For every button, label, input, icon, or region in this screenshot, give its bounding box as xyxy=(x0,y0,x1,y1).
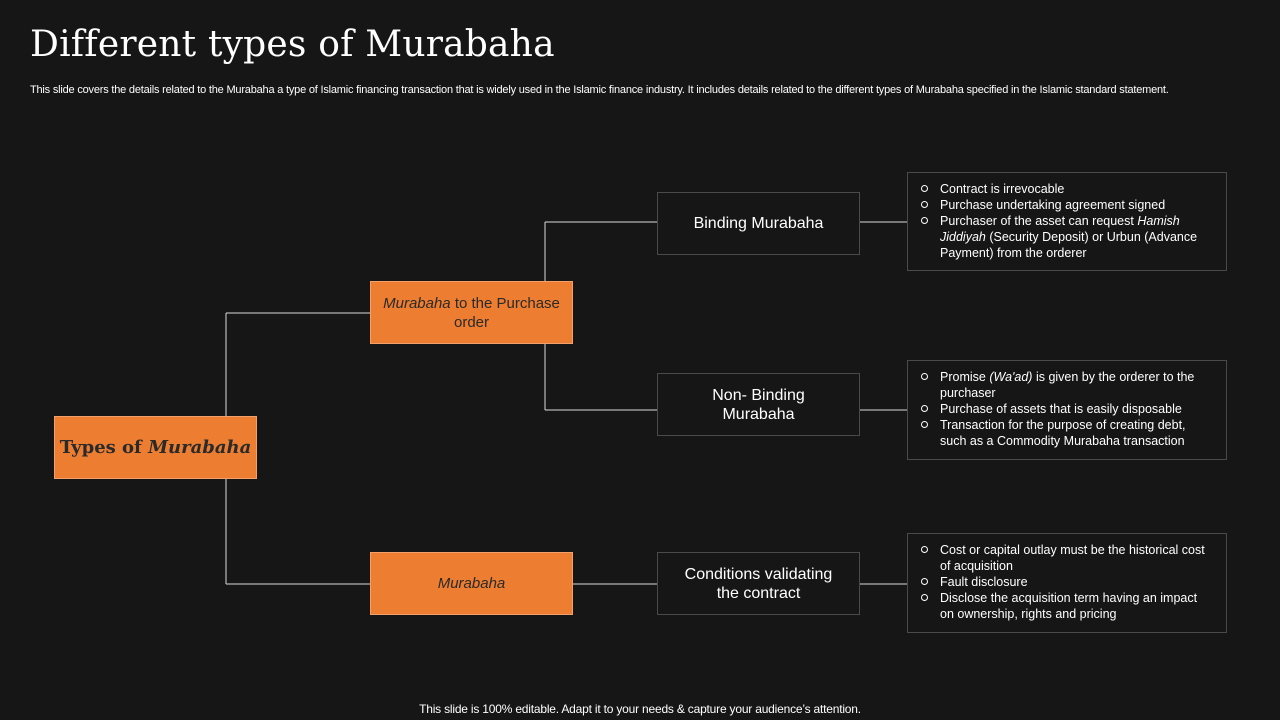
details-conditions-validating-contract: Cost or capital outlay must be the histo… xyxy=(907,533,1227,633)
root-node-types-of-murabaha: Types of Murabaha xyxy=(54,416,257,479)
hollow-circle-bullet-icon xyxy=(921,217,928,224)
details-binding-list: Contract is irrevocable Purchase underta… xyxy=(920,181,1214,261)
list-item: Contract is irrevocable xyxy=(920,181,1214,197)
details-binding-murabaha: Contract is irrevocable Purchase underta… xyxy=(907,172,1227,271)
details-non-binding-murabaha: Promise (Wa'ad) is given by the orderer … xyxy=(907,360,1227,460)
hollow-circle-bullet-icon xyxy=(921,373,928,380)
node-murabaha-label: Murabaha xyxy=(437,575,506,592)
list-item: Purchase of assets that is easily dispos… xyxy=(920,401,1214,417)
list-item: Promise (Wa'ad) is given by the orderer … xyxy=(920,369,1214,401)
hollow-circle-bullet-icon xyxy=(921,546,928,553)
node-conditions-label: Conditions validating the contract xyxy=(684,565,833,602)
details-non-binding-list: Promise (Wa'ad) is given by the orderer … xyxy=(920,369,1214,449)
list-item: Purchaser of the asset can request Hamis… xyxy=(920,213,1214,261)
node-binding-label: Binding Murabaha xyxy=(693,215,824,232)
slide-subtitle: This slide covers the details related to… xyxy=(30,84,1169,96)
list-item: Disclose the acquisition term having an … xyxy=(920,590,1214,622)
hollow-circle-bullet-icon xyxy=(921,421,928,428)
hollow-circle-bullet-icon xyxy=(921,201,928,208)
node-non-binding-label: Non- Binding Murabaha xyxy=(712,386,805,423)
slide-footer: This slide is 100% editable. Adapt it to… xyxy=(419,702,861,716)
node-binding-murabaha: Binding Murabaha xyxy=(657,192,860,255)
node-murabaha-to-purchase-order: Murabaha to the Purchase order xyxy=(370,281,573,344)
list-item: Fault disclosure xyxy=(920,574,1214,590)
node-murabaha: Murabaha xyxy=(370,552,573,615)
hollow-circle-bullet-icon xyxy=(921,578,928,585)
list-item: Transaction for the purpose of creating … xyxy=(920,417,1214,449)
list-item: Purchase undertaking agreement signed xyxy=(920,197,1214,213)
node-conditions-validating-contract: Conditions validating the contract xyxy=(657,552,860,615)
node-non-binding-murabaha: Non- Binding Murabaha xyxy=(657,373,860,436)
slide-title: Different types of Murabaha xyxy=(30,24,555,65)
root-node-label: Types of Murabaha xyxy=(59,437,252,458)
hollow-circle-bullet-icon xyxy=(921,594,928,601)
hollow-circle-bullet-icon xyxy=(921,185,928,192)
list-item: Cost or capital outlay must be the histo… xyxy=(920,542,1214,574)
node-purchase-order-label: Murabaha to the Purchase order xyxy=(383,294,560,331)
details-conditions-list: Cost or capital outlay must be the histo… xyxy=(920,542,1214,622)
hollow-circle-bullet-icon xyxy=(921,405,928,412)
